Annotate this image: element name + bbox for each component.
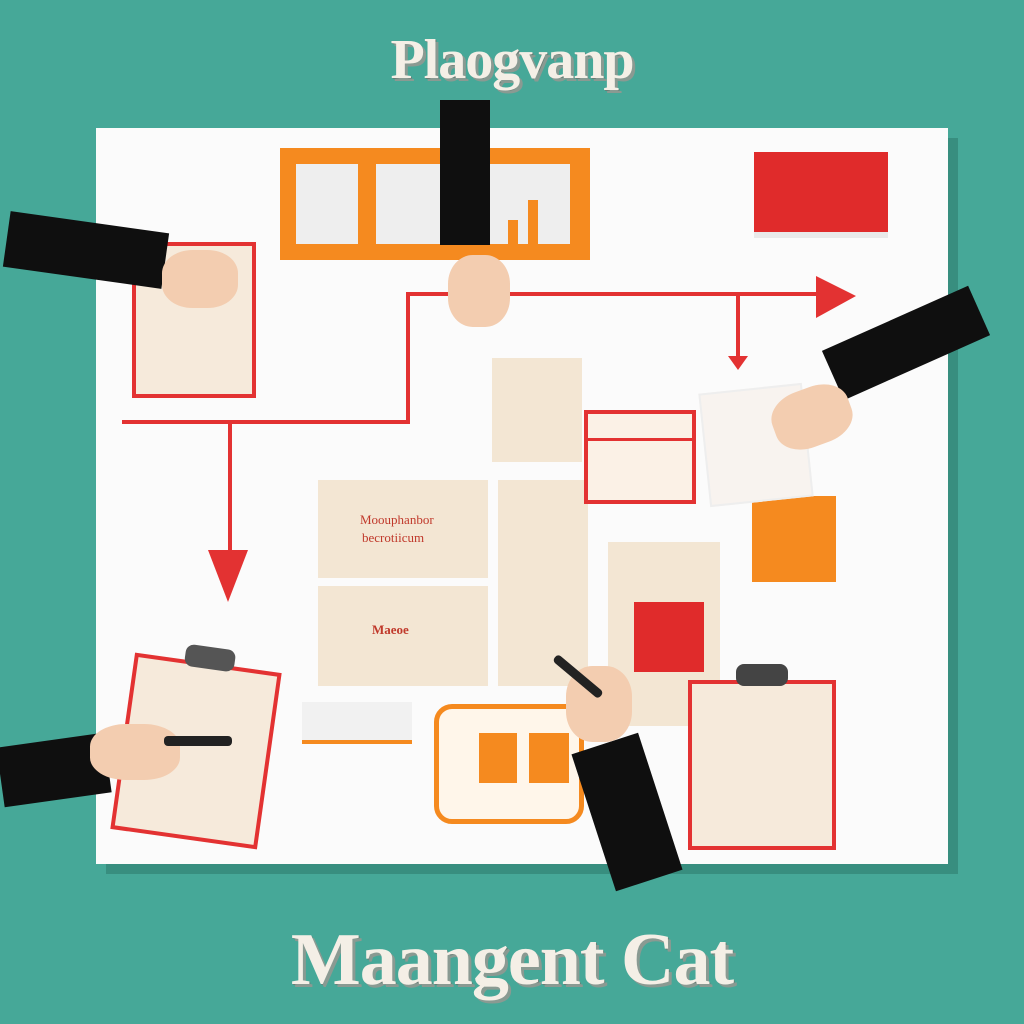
option-card: [434, 704, 584, 824]
red-sticky-note: [754, 152, 888, 232]
connector-line: [406, 292, 836, 296]
hand-icon: [448, 255, 510, 327]
sleeve: [440, 100, 490, 245]
arrow-icon: [208, 276, 856, 602]
orange-sticky-note: [752, 496, 836, 582]
panel-slot: [296, 164, 358, 244]
planning-board: Moouphanbor becrotiicum Maeoe: [96, 128, 948, 864]
flow-block: [498, 480, 588, 686]
note-card: [584, 410, 696, 504]
connector-line: [122, 420, 410, 424]
clipboard-icon: [688, 664, 836, 850]
hand-icon: [162, 250, 238, 308]
flow-block: Moouphanbor becrotiicum: [318, 480, 488, 578]
block-text: becrotiicum: [362, 530, 425, 545]
tray: [302, 702, 412, 744]
block-text: Maeoe: [372, 622, 409, 637]
chart-icon: [486, 164, 570, 244]
footer-title: Maangent Cat: [290, 919, 734, 1001]
block-text: Moouphanbor: [360, 512, 434, 527]
flow-block: Maeoe: [318, 586, 488, 686]
flow-block: [492, 358, 582, 462]
connector-line: [228, 420, 232, 550]
connector-line: [406, 292, 410, 422]
page-title: Plaogvanp: [390, 29, 634, 91]
pen-icon: [164, 736, 232, 746]
hand-icon: [90, 724, 180, 780]
connector-line: [736, 292, 740, 360]
